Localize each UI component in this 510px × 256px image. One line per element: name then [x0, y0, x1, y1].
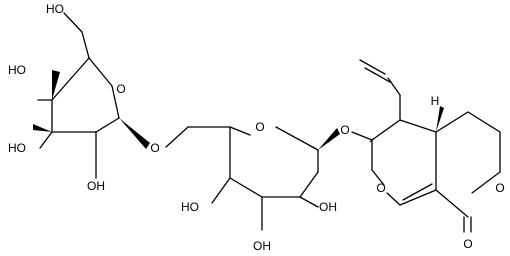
- glucose-2-wedges: [33, 70, 150, 149]
- label-ho-c6-glc2: HO: [46, 2, 64, 16]
- glucose-1-bonds: [165, 126, 319, 231]
- atom-labels: HO HO HO OH O O O O HO OH OH O O O H: [8, 2, 505, 253]
- glucose-1-wedges: [318, 128, 340, 150]
- label-oh-c3-glc1: OH: [253, 239, 271, 253]
- aglycone-stereo: [369, 106, 444, 143]
- label-ho-c4-glc1: HO: [181, 200, 199, 214]
- glucose-2-bonds: [37, 12, 120, 179]
- label-stereo-h: H: [431, 94, 440, 108]
- label-ring-o-glc2: O: [116, 82, 125, 96]
- label-oh-c2-glc1: OH: [319, 200, 337, 214]
- label-oh-c2-glc2: OH: [87, 179, 105, 193]
- label-glycosidic-o: O: [340, 123, 349, 137]
- label-ring-o-glc1: O: [255, 120, 264, 134]
- label-ho-c3-glc2: HO: [8, 141, 26, 155]
- label-ho-c4-glc2: HO: [8, 63, 26, 77]
- label-carbonyl-o: O: [463, 237, 472, 251]
- label-lactone-ring-o: O: [495, 181, 504, 195]
- aglycone-bonds: [351, 59, 501, 233]
- label-pyran-o: O: [376, 181, 385, 195]
- label-link-o: O: [150, 141, 159, 155]
